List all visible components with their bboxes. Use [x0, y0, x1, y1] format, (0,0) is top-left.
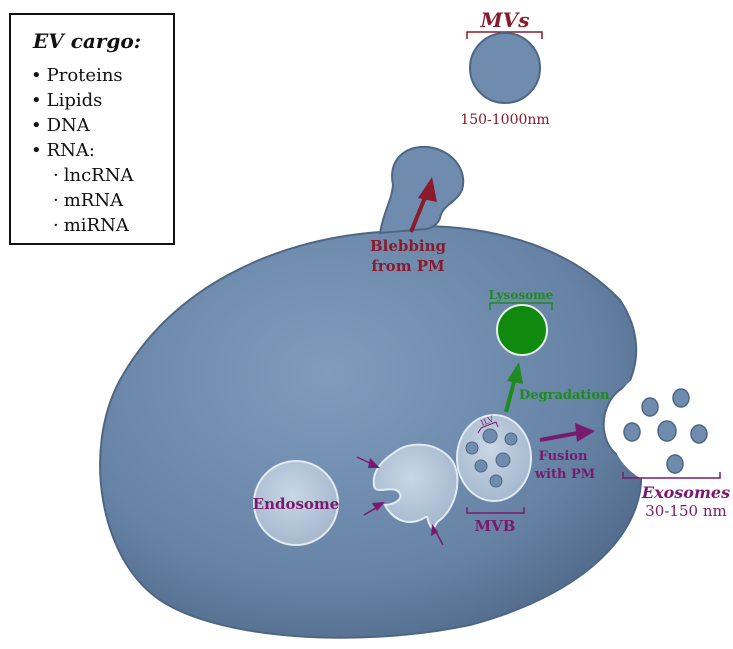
cargo-item-label: RNA: — [46, 140, 95, 161]
exosomes-annotation: Exosomes 30-150 nm — [622, 472, 730, 520]
cargo-item-label: Proteins — [46, 65, 123, 86]
exosomes-size-label: 30-150 nm — [645, 502, 726, 520]
invaginating-endosome — [356, 443, 459, 546]
bullet-icon: • — [31, 115, 42, 136]
lysosome-label: Lysosome — [489, 288, 554, 302]
bullet-icon: · — [53, 165, 59, 186]
mvs-size-label: 150-1000nm — [460, 112, 549, 128]
endosome — [253, 460, 339, 546]
bullet-icon: • — [31, 140, 42, 161]
fusion-label-line1: Fusion — [539, 449, 588, 464]
mv-vesicle — [469, 32, 541, 104]
fusion-annotation: Fusion with PM — [534, 423, 595, 482]
blebbing-label-line1: Blebbing — [370, 237, 447, 255]
lysosome — [496, 304, 548, 356]
cargo-item: •Lipids — [31, 90, 102, 111]
rna-type-item: ·lncRNA — [53, 165, 133, 186]
cargo-item-label: Lipids — [46, 90, 103, 111]
cargo-item: •DNA — [31, 115, 90, 136]
rna-type-label: miRNA — [63, 215, 129, 236]
cargo-item-label: DNA — [46, 115, 90, 136]
blebbing-label-line2: from PM — [371, 257, 444, 275]
bullet-icon: • — [31, 90, 42, 111]
cargo-item: •RNA: — [31, 140, 95, 161]
lysosome-group: Lysosome — [489, 288, 554, 356]
cargo-item: •Proteins — [31, 65, 123, 86]
rna-type-item: ·miRNA — [53, 215, 129, 236]
endosome-group: Endosome — [253, 460, 340, 546]
rna-type-label: lncRNA — [63, 165, 134, 186]
mvb-group: ILV MVB — [456, 414, 532, 535]
mvb — [456, 414, 532, 502]
rna-type-label: mRNA — [63, 190, 124, 211]
ev-cargo-title: EV cargo: — [33, 29, 142, 53]
rna-type-item: ·mRNA — [53, 190, 123, 211]
exosome-particles — [623, 388, 708, 474]
fusion-label-line2: with PM — [534, 467, 595, 482]
degradation-label: Degradation — [519, 388, 610, 403]
bullet-icon: · — [53, 190, 59, 211]
bullet-icon: • — [31, 65, 42, 86]
ilv-vesicles — [465, 428, 518, 488]
blebbing-annotation: Blebbing from PM — [370, 177, 447, 275]
exosomes-label: Exosomes — [641, 483, 730, 502]
endosome-label: Endosome — [253, 495, 340, 513]
mvs-label: MVs — [480, 8, 530, 32]
ev-cargo-box: EV cargo: •Proteins •Lipids •DNA •RNA: ·… — [9, 13, 175, 245]
bullet-icon: · — [53, 215, 59, 236]
mvb-label: MVB — [475, 517, 516, 535]
mv-group: MVs 150-1000nm — [460, 8, 549, 128]
degradation-annotation: Degradation — [504, 362, 610, 413]
